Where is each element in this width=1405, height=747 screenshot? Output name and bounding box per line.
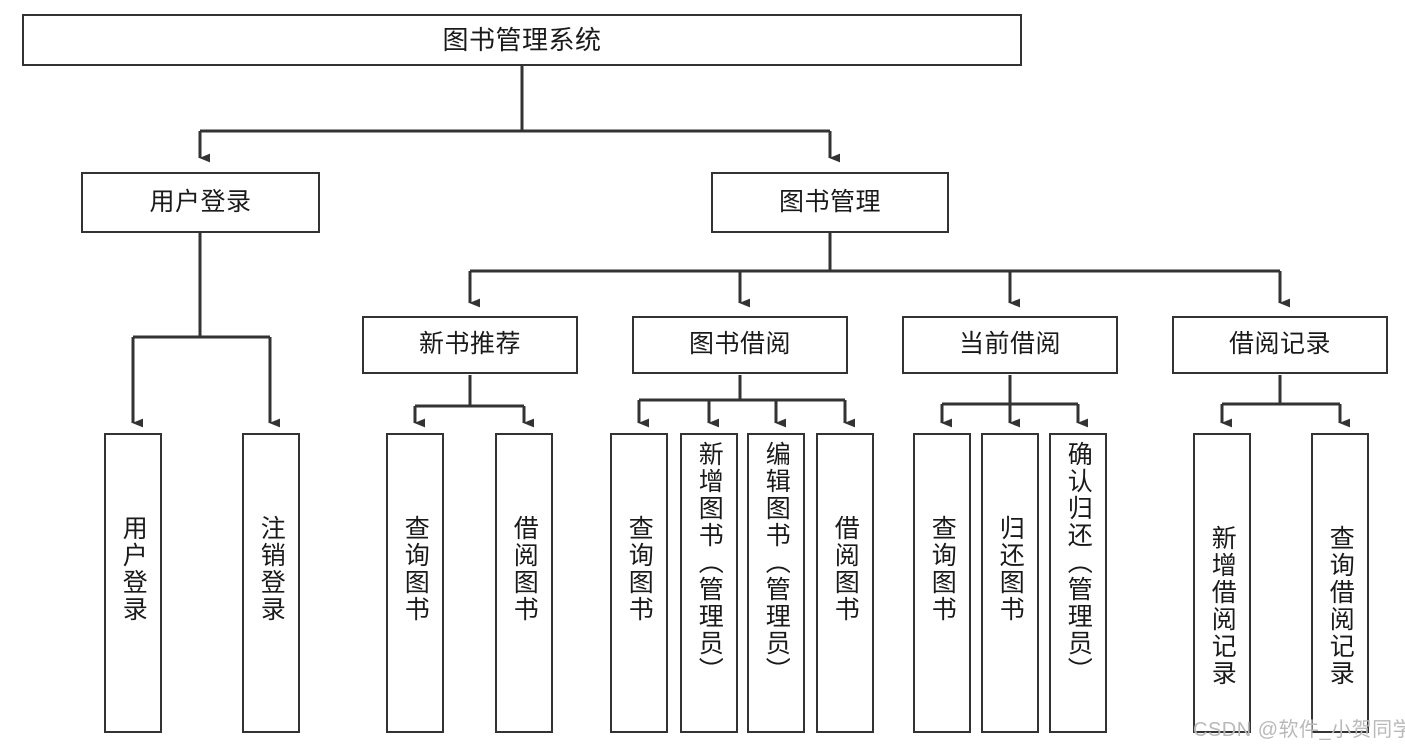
node-leaf-query-book-1[interactable]: 查询图书 [386,433,444,733]
node-leaf-query-record[interactable]: 查询借阅记录 [1311,433,1369,733]
node-book-borrow-label: 图书借阅 [688,330,791,359]
node-book-borrow[interactable]: 图书借阅 [632,316,848,374]
node-book-manage[interactable]: 图书管理 [711,172,949,233]
node-leaf-logout-label: 注销登录 [257,515,286,623]
node-book-manage-label: 图书管理 [778,187,881,216]
node-new-book-recommend[interactable]: 新书推荐 [362,316,578,374]
node-leaf-return-book-label: 归还图书 [996,515,1025,623]
node-leaf-logout[interactable]: 注销登录 [242,433,300,733]
node-leaf-query-book-3[interactable]: 查询图书 [913,433,971,733]
node-leaf-user-login[interactable]: 用户登录 [104,433,162,733]
node-leaf-add-record[interactable]: 新增借阅记录 [1193,433,1251,733]
node-leaf-confirm-return-label: 确认归还（管理员） [1064,441,1093,684]
node-root-label: 图书管理系统 [442,24,602,55]
node-leaf-confirm-return[interactable]: 确认归还（管理员） [1049,433,1107,733]
node-current-borrow[interactable]: 当前借阅 [902,316,1118,374]
node-borrow-record-label: 借阅记录 [1228,330,1331,359]
node-new-book-recommend-label: 新书推荐 [418,330,521,359]
node-current-borrow-label: 当前借阅 [958,330,1061,359]
node-leaf-borrow-book-2-label: 借阅图书 [831,515,860,623]
node-leaf-query-book-1-label: 查询图书 [401,515,430,623]
node-leaf-query-book-2[interactable]: 查询图书 [610,433,668,733]
node-leaf-query-record-label: 查询借阅记录 [1326,525,1355,687]
node-leaf-query-book-2-label: 查询图书 [625,515,654,623]
node-leaf-add-record-label: 新增借阅记录 [1208,525,1237,687]
node-leaf-user-login-label: 用户登录 [119,515,148,623]
node-leaf-query-book-3-label: 查询图书 [928,515,957,623]
node-leaf-return-book[interactable]: 归还图书 [981,433,1039,733]
node-root[interactable]: 图书管理系统 [22,14,1022,66]
node-borrow-record[interactable]: 借阅记录 [1172,316,1388,374]
csdn-watermark: CSDN @软件_小贺同学 [1193,719,1405,741]
node-user-login[interactable]: 用户登录 [81,172,320,233]
node-leaf-edit-book[interactable]: 编辑图书（管理员） [747,433,805,733]
node-user-login-label: 用户登录 [149,187,252,216]
node-leaf-borrow-book-1-label: 借阅图书 [510,515,539,623]
node-leaf-borrow-book-2[interactable]: 借阅图书 [816,433,874,733]
node-leaf-add-book-label: 新增图书（管理员） [695,441,724,684]
node-leaf-borrow-book-1[interactable]: 借阅图书 [495,433,553,733]
node-leaf-add-book[interactable]: 新增图书（管理员） [680,433,738,733]
node-leaf-edit-book-label: 编辑图书（管理员） [762,441,791,684]
